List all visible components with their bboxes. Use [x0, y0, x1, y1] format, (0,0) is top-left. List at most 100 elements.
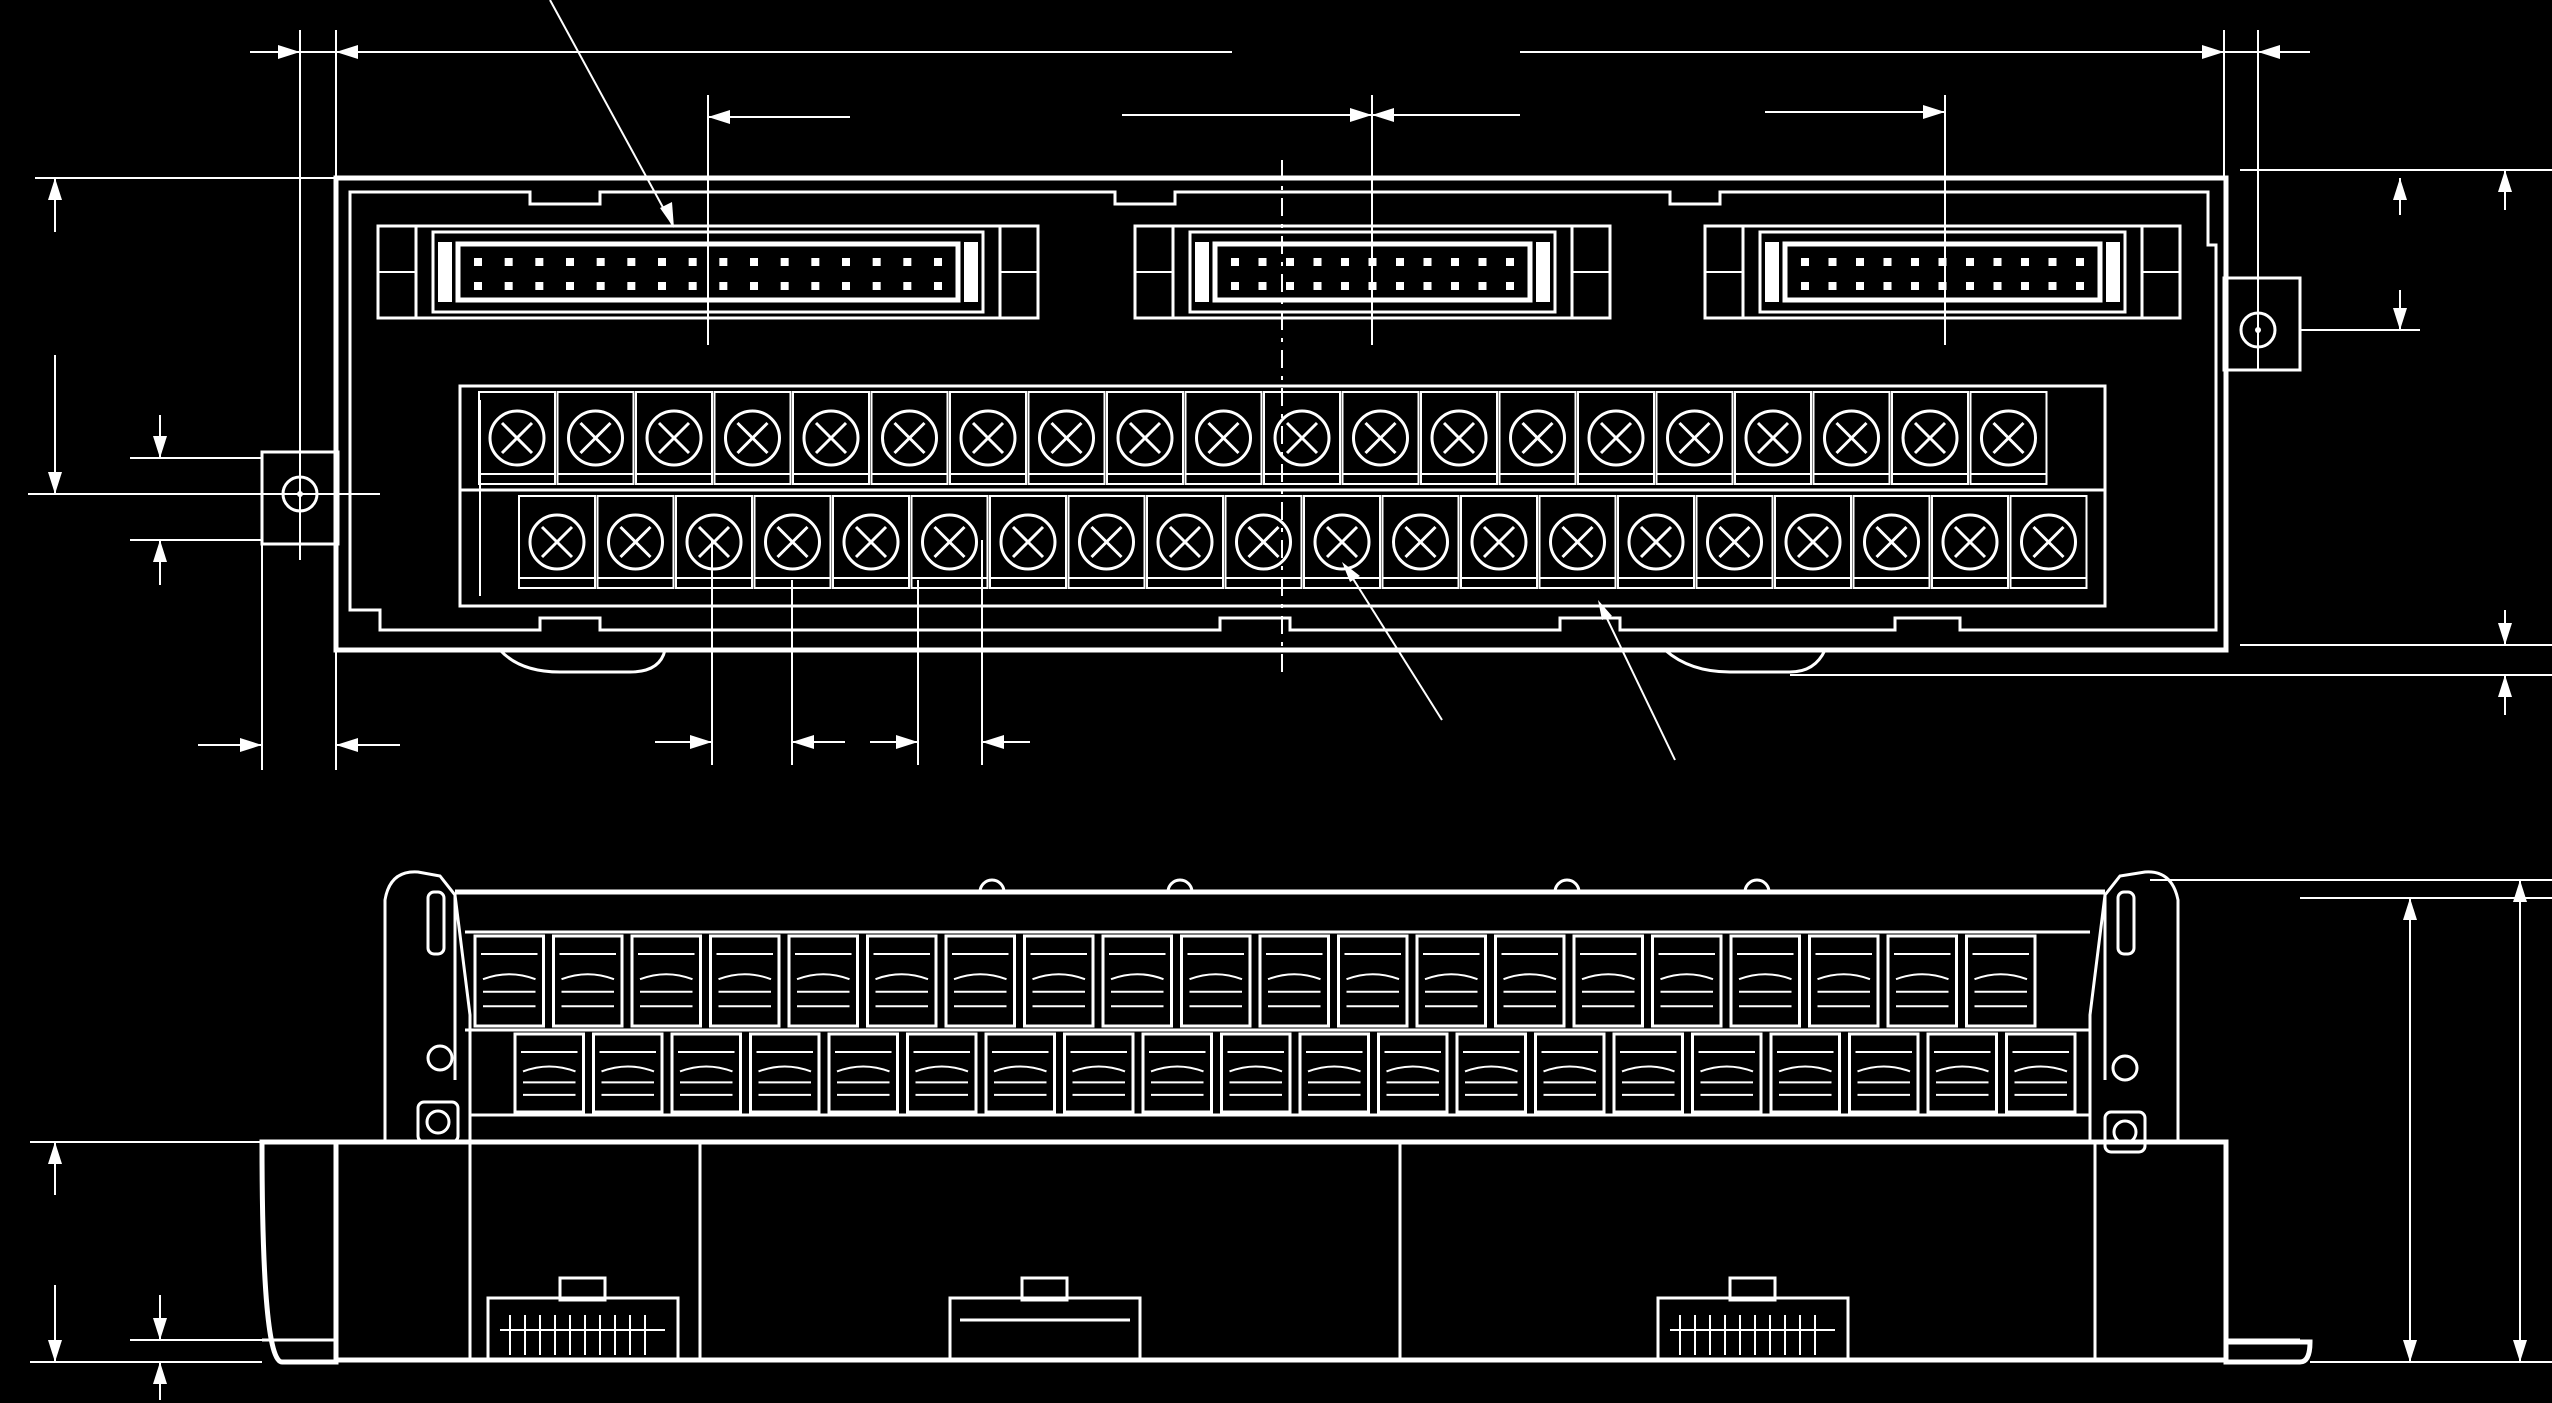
front-lower-cell-20: [2005, 1032, 2077, 1114]
front-upper-cell-11: [1258, 934, 1330, 1028]
connector-pin: [811, 282, 820, 290]
connector-pin: [1938, 282, 1947, 290]
lower-screw-12: [1381, 495, 1460, 589]
front-upper-cell-19: [1886, 934, 1958, 1028]
lower-screw-3: [675, 495, 753, 589]
front-upper-cell-5: [787, 934, 859, 1028]
connector-pin: [1506, 282, 1514, 290]
lower-screw-13: [1460, 495, 1538, 589]
front-lower-cell-18: [1848, 1032, 1920, 1114]
connector-pin: [1231, 282, 1239, 290]
lower-screw-20: [2009, 495, 2088, 589]
upper-screw-16: [1655, 391, 1734, 485]
upper-screw-20: [1969, 391, 2048, 485]
connector-pin: [1911, 258, 1919, 266]
connector-pin: [750, 258, 758, 266]
connector-pin: [1478, 282, 1487, 290]
lower-screw-17: [1774, 495, 1852, 589]
front-upper-cell-14: [1494, 934, 1566, 1028]
front-lower-cell-6: [906, 1032, 978, 1114]
connector-pin: [1966, 258, 1974, 266]
front-upper-cell-2: [552, 934, 624, 1028]
connector-pin: [1286, 282, 1294, 290]
upper-screw-10: [1184, 391, 1263, 485]
upper-screw-6: [870, 391, 949, 485]
front-lower-cell-13: [1455, 1032, 1527, 1114]
upper-screw-17: [1734, 391, 1812, 485]
front-upper-cell-3: [630, 934, 702, 1028]
upper-screw-3: [635, 391, 713, 485]
connector-pin: [1828, 258, 1837, 266]
upper-screw-5: [792, 391, 870, 485]
connector-pin: [1396, 258, 1404, 266]
front-lower-cell-12: [1377, 1032, 1449, 1114]
connector-pin: [903, 258, 912, 266]
connector-pin: [1258, 282, 1267, 290]
connector-pin: [504, 282, 513, 290]
connector-pin: [1396, 282, 1404, 290]
lower-screw-row: [518, 495, 2088, 589]
connector-pin: [1506, 258, 1514, 266]
connector-pin: [1801, 258, 1809, 266]
front-lower-cell-8: [1063, 1032, 1135, 1114]
connector-pin: [1993, 258, 2002, 266]
front-upper-cell-9: [1101, 934, 1173, 1028]
front-view: [259, 870, 2313, 1365]
connector-pin: [1423, 282, 1432, 290]
connector-pin: [872, 282, 881, 290]
connector-pin: [1883, 258, 1892, 266]
upper-screw-4: [713, 391, 792, 485]
lower-screw-11: [1303, 495, 1381, 589]
connector-pin: [1423, 258, 1432, 266]
lower-screw-2: [596, 495, 675, 589]
upper-screw-8: [1027, 391, 1106, 485]
connector-pin: [566, 258, 574, 266]
connector-pin: [1313, 258, 1322, 266]
front-upper-cell-20: [1965, 934, 2037, 1028]
connector-pin: [811, 258, 820, 266]
connector-pin: [1911, 282, 1919, 290]
front-upper-cell-17: [1729, 934, 1801, 1028]
upper-screw-15: [1577, 391, 1655, 485]
connector-pin: [596, 282, 605, 290]
connector-pin: [1966, 282, 1974, 290]
connector-pin: [719, 258, 728, 266]
connector-pin: [872, 258, 881, 266]
front-lower-cell-11: [1298, 1032, 1370, 1114]
din-clip-right: [1664, 648, 1827, 674]
connector-pin: [627, 258, 636, 266]
connector-pin: [780, 282, 789, 290]
connector-pin: [842, 282, 850, 290]
top-view-inner-outline: [348, 190, 2218, 632]
front-lower-cell-17: [1769, 1032, 1841, 1114]
connector-pin: [688, 258, 697, 266]
front-upper-cell-1: [473, 934, 545, 1028]
connector-group: [376, 224, 2182, 320]
connector-pin: [566, 282, 574, 290]
connector-pin: [504, 258, 513, 266]
connector-pin: [1856, 282, 1864, 290]
connector-pin: [719, 282, 728, 290]
lower-screw-8: [1067, 495, 1146, 589]
connector-pin: [535, 258, 544, 266]
upper-screw-row: [478, 391, 2048, 485]
lower-screw-9: [1146, 495, 1224, 589]
connector-pin: [934, 258, 942, 266]
top-view: [260, 160, 2302, 680]
front-upper-cell-15: [1572, 934, 1644, 1028]
right-mounting-ear: [2222, 276, 2302, 372]
connector-pin: [1451, 258, 1459, 266]
front-screw-hole-right: [2103, 1110, 2147, 1154]
front-lower-cell-9: [1141, 1032, 1213, 1114]
connector-pin: [2021, 282, 2029, 290]
connector-pin: [688, 282, 697, 290]
front-lower-cell-7: [984, 1032, 1056, 1114]
upper-screw-9: [1106, 391, 1184, 485]
front-view-terminal-housing: [383, 870, 2180, 1142]
front-upper-cell-4: [709, 934, 781, 1028]
connector-pin: [627, 282, 636, 290]
front-upper-cell-7: [944, 934, 1016, 1028]
connector-pin: [1993, 282, 2002, 290]
connector-pin: [1451, 282, 1459, 290]
